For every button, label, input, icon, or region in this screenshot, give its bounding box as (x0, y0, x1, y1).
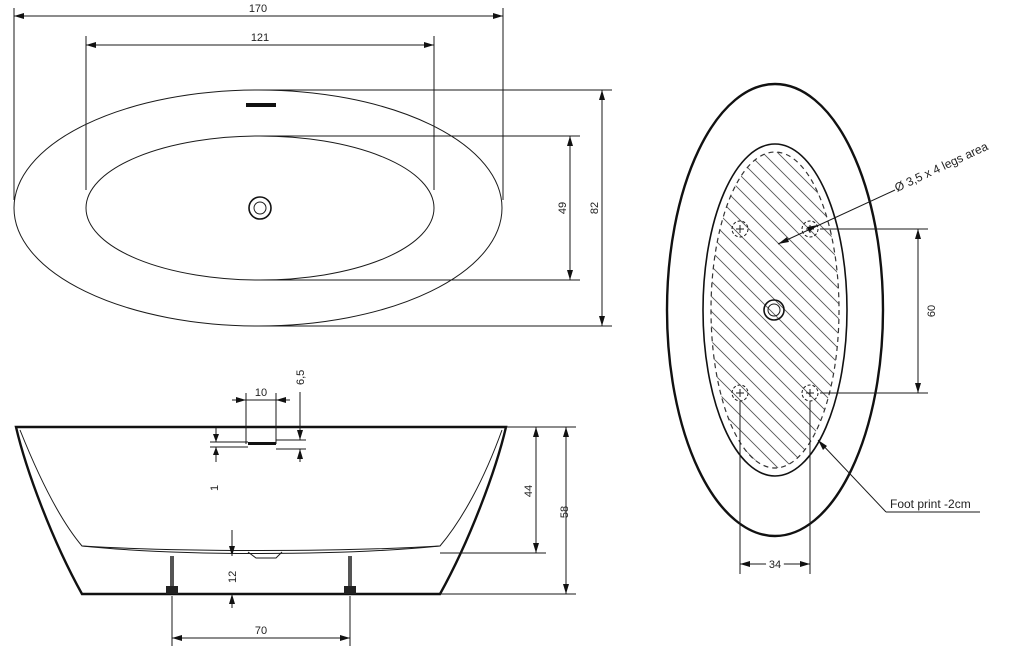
tub-outer-rim (13, 89, 503, 327)
dim-inner-length-label: 121 (251, 32, 269, 44)
dim-floor-clearance-label: 12 (227, 571, 239, 583)
dim-overall-width-label: 82 (589, 202, 601, 214)
dim-overall-height-label: 58 (559, 506, 571, 518)
dim-inner-width-label: 49 (557, 202, 569, 214)
dimension-legs-width: 34 (739, 401, 811, 574)
leg-right (344, 556, 356, 594)
legs-area-label: Ø 3,5 x 4 legs area (892, 139, 990, 195)
legs-area-leader: Ø 3,5 x 4 legs area (777, 139, 990, 245)
dimension-floor-clearance: 12 (227, 530, 239, 608)
dim-overflow-width-label: 10 (255, 387, 267, 399)
drain-icon (248, 196, 272, 220)
dimension-overflow-offset: 1 (209, 428, 248, 491)
dimension-overflow-height: 6,5 (276, 370, 307, 462)
dim-overflow-height-label: 6,5 (295, 370, 307, 385)
dimension-inner-depth: 44 (440, 426, 546, 554)
dimension-overall-height: 58 (440, 426, 576, 595)
dimension-overflow-width: 10 (232, 387, 290, 444)
overflow-slot (246, 103, 276, 107)
dimension-overall-length: 170 (13, 3, 504, 200)
dim-legs-length-label: 60 (926, 305, 938, 317)
bottom-view: Ø 3,5 x 4 legs area 60 34 Foot print -2c… (665, 82, 990, 574)
base-outer (702, 143, 848, 477)
side-drain (247, 551, 283, 559)
dimension-legs-length: 60 (820, 228, 938, 394)
dim-inner-depth-label: 44 (523, 485, 535, 497)
leg-marker-top-left (731, 220, 749, 238)
dim-overflow-offset-label: 1 (209, 485, 221, 491)
side-view: 10 6,5 1 44 (14, 370, 576, 646)
footprint-outline (710, 151, 840, 469)
dim-legs-width-label: 34 (769, 559, 781, 571)
dimension-inner-length: 121 (85, 32, 435, 190)
dimension-overall-width: 82 (258, 89, 612, 327)
tub-outline-bottom (665, 82, 885, 538)
leg-marker-bottom-left (731, 384, 749, 402)
footprint-hatch (711, 152, 839, 468)
tub-side-inner (19, 429, 503, 551)
dimension-legs-spacing: 70 (171, 596, 351, 646)
tub-side-outer (14, 425, 508, 596)
top-view: 170 121 49 82 (13, 3, 612, 327)
tub-basin-floor (81, 545, 441, 554)
leg-marker-bottom-right (801, 384, 819, 402)
footprint-leader: Foot print -2cm (817, 439, 980, 513)
bottom-drain-icon (763, 299, 785, 321)
dimension-inner-width: 49 (260, 135, 580, 281)
dim-legs-spacing-label: 70 (255, 625, 267, 637)
side-overflow-slot (248, 442, 276, 445)
footprint-label: Foot print -2cm (890, 497, 971, 511)
leg-left (166, 556, 178, 594)
tub-inner-basin (85, 135, 435, 281)
dim-overall-length-label: 170 (249, 3, 267, 15)
